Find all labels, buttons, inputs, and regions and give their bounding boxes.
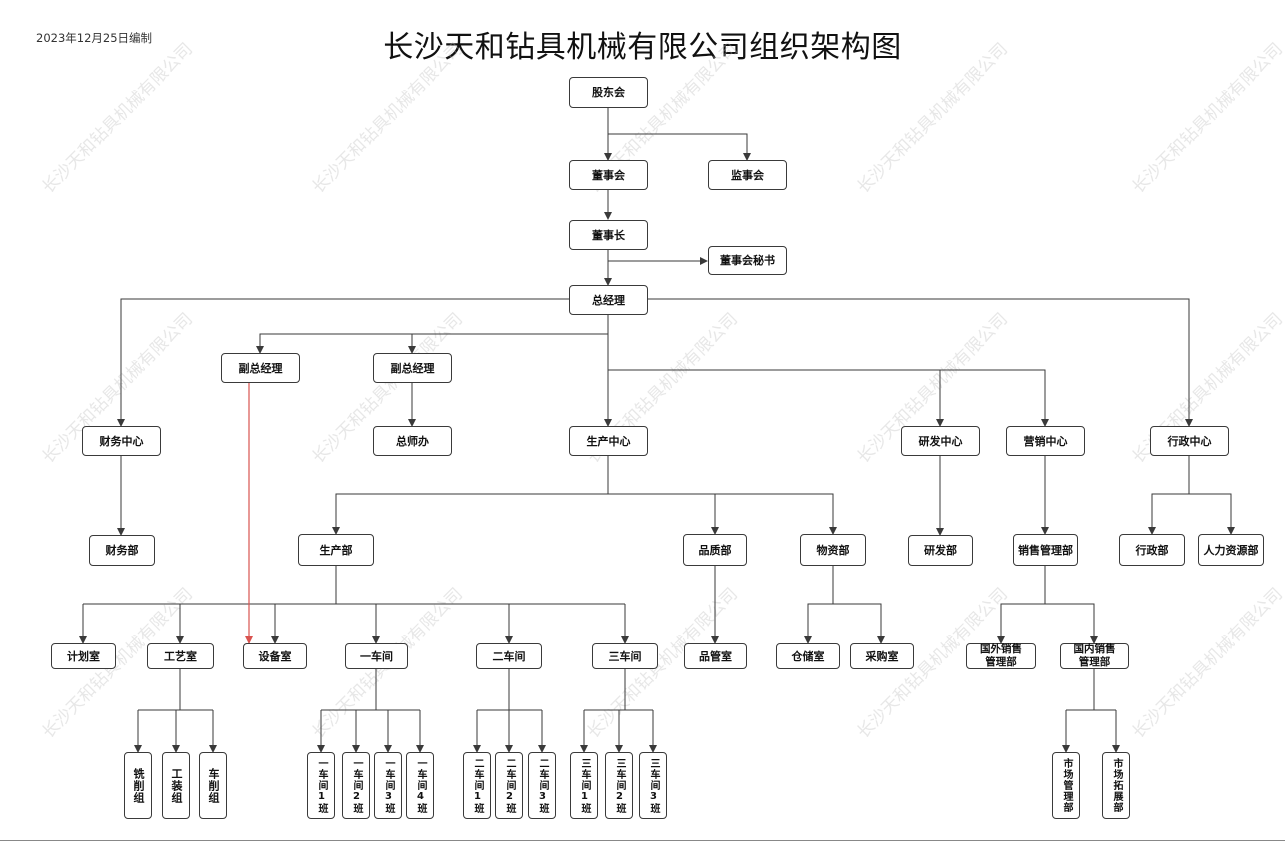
- node-chejian-1: 一车间: [345, 643, 408, 669]
- node-yanfazhongxin: 研发中心: [901, 426, 980, 456]
- node-cangchushi: 仓储室: [776, 643, 840, 669]
- connector: [332, 456, 609, 535]
- node-pinzhibu: 品质部: [683, 534, 747, 566]
- node-yingxiaozhongxin: 营销中心: [1006, 426, 1085, 456]
- node-gudonghui: 股东会: [569, 77, 648, 108]
- node-chejian-3: 三车间: [592, 643, 658, 669]
- node-yanfabu: 研发部: [908, 535, 973, 566]
- node-chexiao: 车削组: [199, 752, 227, 819]
- node-c1b4: 一车间4班: [406, 752, 434, 819]
- node-jianshihui: 监事会: [708, 160, 787, 190]
- node-c1b1: 一车间1班: [307, 752, 335, 819]
- node-c3b2: 三车间2班: [605, 752, 633, 819]
- connector: [608, 493, 837, 535]
- node-shichangguanli: 市场管理部: [1052, 752, 1080, 819]
- node-xixiao: 铣削组: [124, 752, 152, 819]
- node-guonei: 国内销售管理部: [1060, 643, 1129, 669]
- node-xiaoshouguanli: 销售管理部: [1013, 534, 1078, 566]
- compile-date: 2023年12月25日编制: [36, 31, 153, 45]
- connector: [1148, 456, 1190, 535]
- connector: [608, 133, 751, 161]
- node-gongyishi: 工艺室: [147, 643, 214, 669]
- node-c3b1: 三车间1班: [570, 752, 598, 819]
- node-caigoushi: 采购室: [850, 643, 914, 669]
- node-xingzhengzhongxin: 行政中心: [1150, 426, 1229, 456]
- connector: [117, 298, 570, 427]
- node-caiwubu: 财务部: [89, 535, 155, 566]
- node-dongshihui: 董事会: [569, 160, 648, 190]
- connector: [1189, 493, 1235, 535]
- node-zongjingli: 总经理: [569, 285, 648, 315]
- connector: [997, 566, 1046, 644]
- node-mishu: 董事会秘书: [708, 246, 787, 275]
- node-shengchanzhongxin: 生产中心: [569, 426, 648, 456]
- node-xingzhengbu: 行政部: [1119, 534, 1185, 566]
- node-c2b1: 二车间1班: [463, 752, 491, 819]
- node-pinguanshi: 品管室: [684, 643, 747, 669]
- node-shebeishi: 设备室: [243, 643, 307, 669]
- node-shichangtuozhan: 市场拓展部: [1102, 752, 1130, 819]
- bottom-rule: [0, 840, 1285, 841]
- node-c1b2: 一车间2班: [342, 752, 370, 819]
- node-dongshizhang: 董事长: [569, 220, 648, 250]
- connector: [256, 333, 608, 354]
- node-chejian-2: 二车间: [476, 643, 542, 669]
- node-wuzibu: 物资部: [800, 534, 866, 566]
- node-c2b3: 二车间3班: [528, 752, 556, 819]
- node-guowai: 国外销售管理部: [966, 643, 1036, 669]
- connector: [648, 298, 1193, 427]
- node-renliziyuan: 人力资源部: [1198, 534, 1264, 566]
- node-caiwuzhongxin: 财务中心: [82, 426, 161, 456]
- connector: [1045, 603, 1098, 644]
- node-shengchanbu: 生产部: [298, 534, 374, 566]
- node-c3b3: 三车间3班: [639, 752, 667, 819]
- node-zongshiban: 总师办: [373, 426, 452, 456]
- node-fuzong-1: 副总经理: [221, 353, 300, 383]
- node-gongzhuang: 工装组: [162, 752, 190, 819]
- connector: [804, 566, 834, 644]
- chart-title: 长沙天和钻具机械有限公司组织架构图: [383, 30, 902, 65]
- connector: [833, 603, 885, 644]
- node-fuzong-2: 副总经理: [373, 353, 452, 383]
- node-c1b3: 一车间3班: [374, 752, 402, 819]
- node-c2b2: 二车间2班: [495, 752, 523, 819]
- connector: [608, 369, 1049, 427]
- node-jihuashi: 计划室: [51, 643, 116, 669]
